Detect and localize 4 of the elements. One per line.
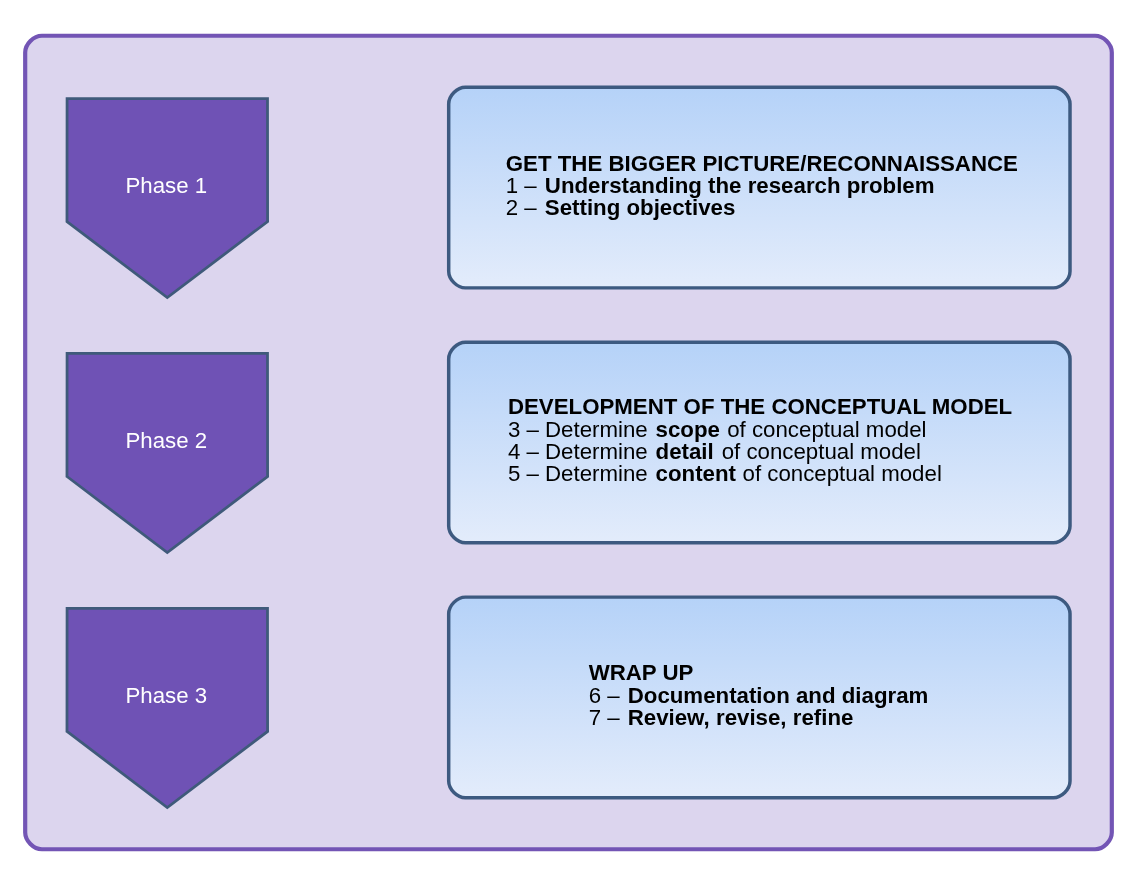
node-box: DEVELOPMENT OF THE CONCEPTUAL MODEL 3 – Determine scope of conceptual model 4 – Determine detail of conceptual model 5 – Determine content of conceptual model <box>446 340 1072 545</box>
node-box: WRAP UP 6 – Documentation and diagram 7 – Review, revise, refine <box>446 595 1072 800</box>
node-box: GET THE BIGGER PICTURE/RECONNAISSANCE 1 – Understanding the research problem 2 – Setting objectives <box>446 85 1072 290</box>
cluster <box>23 33 1114 852</box>
